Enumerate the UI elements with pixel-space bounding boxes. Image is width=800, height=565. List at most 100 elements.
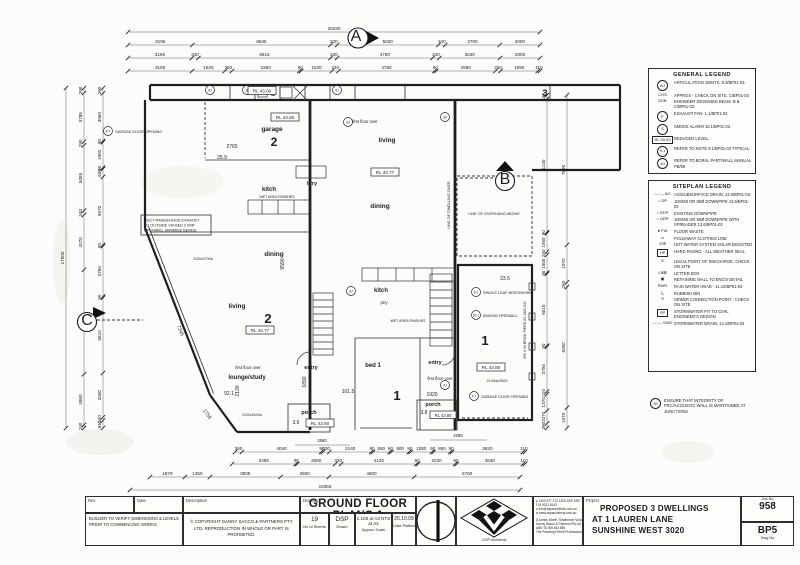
- svg-text:92.1: 92.1: [224, 391, 234, 397]
- svg-text:1530: 1530: [311, 65, 322, 70]
- svg-text:330: 330: [330, 39, 338, 44]
- svg-text:2000: 2000: [515, 52, 526, 57]
- svg-text:90: 90: [97, 243, 102, 249]
- svg-text:2285: 2285: [453, 433, 463, 438]
- svg-text:1350: 1350: [192, 471, 203, 476]
- svg-text:3760: 3760: [97, 266, 102, 277]
- svg-text:30.1: 30.1: [473, 313, 479, 317]
- svg-text:360: 360: [235, 446, 243, 451]
- builder-note-cell: BUILDER TO VERIFY DIMENSIONS & LEVELS PR…: [85, 513, 183, 546]
- stairs-dwelling1: [429, 273, 453, 347]
- dim-right-1: 3301114090155025015009060109037502201370…: [541, 92, 550, 431]
- svg-text:25.9: 25.9: [217, 155, 227, 161]
- svg-text:C: C: [81, 312, 93, 329]
- svg-text:garage: garage: [261, 126, 283, 133]
- svg-text:porch: porch: [301, 410, 317, 416]
- svg-text:RL 43.80: RL 43.80: [482, 365, 501, 370]
- svg-text:RL 43.80: RL 43.80: [435, 413, 453, 418]
- svg-text:390: 390: [78, 86, 83, 94]
- legend-symbol: RL 00.00: [651, 136, 674, 145]
- legend-text: RETAINING WALL TO ENG'S DETAIL: [674, 277, 744, 283]
- svg-text:290: 290: [78, 139, 83, 147]
- section-marker-b: B: [494, 161, 516, 192]
- svg-text:1900: 1900: [97, 149, 102, 160]
- svg-text:2: 2: [271, 135, 278, 149]
- svg-text:360: 360: [225, 65, 233, 70]
- svg-text:RL 43.77: RL 43.77: [376, 170, 395, 175]
- svg-text:250: 250: [541, 249, 546, 257]
- svg-text:90: 90: [415, 458, 421, 463]
- svg-text:7345: 7345: [175, 324, 185, 337]
- legend-item: ▣RETAINING WALL TO ENG'S DETAIL: [651, 277, 753, 283]
- svg-text:3: 3: [542, 88, 547, 98]
- svg-text:90: 90: [319, 446, 325, 451]
- svg-text:90: 90: [294, 458, 300, 463]
- svg-text:2950: 2950: [461, 65, 472, 70]
- legend-symbol: 9.1: [651, 145, 674, 157]
- company-contact-cell: p 1300 377 272 1300 DSP ARC f 03 9311 81…: [533, 496, 583, 546]
- job-no-value: 958: [759, 501, 776, 512]
- svg-text:AJ: AJ: [346, 120, 350, 124]
- legend-item: ⊖⊞HOT WATER SYSTEM SOLAR BOOSTED: [651, 242, 753, 248]
- date-plotted-value: 26.10.09: [394, 516, 414, 522]
- svg-text:560: 560: [97, 420, 102, 428]
- svg-text:LINE OF OVERHANG ABOVE: LINE OF OVERHANG ABOVE: [468, 212, 520, 216]
- company-web: w www.dsparchitects.com.au: [536, 511, 577, 516]
- svg-text:AJ: AJ: [349, 289, 353, 293]
- svg-text:3195: 3195: [155, 39, 166, 44]
- legend-symbol: LB⊠: [658, 269, 667, 275]
- svg-text:2000: 2000: [515, 39, 526, 44]
- svg-text:5020: 5020: [383, 39, 394, 44]
- svg-text:WET AREA FINISHES: WET AREA FINISHES: [391, 319, 427, 323]
- project-line-1: PROPOSED 3 DWELLINGS: [600, 504, 709, 513]
- svg-text:3485: 3485: [259, 458, 270, 463]
- svg-text:390: 390: [541, 421, 546, 429]
- svg-text:entry: entry: [304, 365, 318, 371]
- legend-symbol: 10: [651, 158, 674, 170]
- svg-text:330: 330: [322, 446, 330, 451]
- dsp-logo-icon: [459, 498, 529, 538]
- svg-text:110: 110: [535, 65, 543, 70]
- svg-text:260: 260: [494, 65, 502, 70]
- svg-text:6615: 6615: [259, 52, 270, 57]
- builder-note: BUILDER TO VERIFY DIMENSIONS & LEVELS PR…: [89, 516, 179, 527]
- legend-text: LETTER BOX: [674, 270, 700, 276]
- legend-symbol: —·— AG: [654, 191, 671, 196]
- svg-text:1500: 1500: [541, 258, 546, 269]
- svg-text:30: 30: [245, 88, 249, 92]
- svg-text:19355: 19355: [319, 484, 332, 489]
- svg-text:RL 43.60: RL 43.60: [276, 115, 295, 120]
- dwg-no-label: Dwg No: [760, 536, 775, 540]
- svg-text:4780: 4780: [381, 65, 392, 70]
- legend-symbol: ○ UDP: [656, 216, 669, 222]
- svg-text:kitch: kitch: [374, 288, 388, 294]
- walls: [97, 83, 622, 434]
- svg-text:bed 1: bed 1: [365, 363, 381, 369]
- svg-text:4600: 4600: [366, 471, 377, 476]
- dwg-no-cell: BP5 Dwg No: [741, 522, 794, 546]
- legend-text: STORMWATER DRAIN, 13.1/BP01-03: [674, 320, 745, 326]
- svg-text:4.7: 4.7: [472, 394, 477, 398]
- svg-text:2560: 2560: [317, 438, 327, 443]
- svg-text:90: 90: [541, 343, 546, 349]
- svg-text:330: 330: [191, 52, 199, 57]
- svg-text:330: 330: [541, 93, 546, 101]
- project-line-2: AT 1 LAUREN LANE: [592, 515, 674, 525]
- svg-text:3040: 3040: [465, 52, 476, 57]
- description-cell: Description: [183, 496, 300, 513]
- svg-text:first floor over: first floor over: [352, 119, 378, 124]
- scan-artifacts: [53, 166, 714, 463]
- svg-text:3.8: 3.8: [421, 410, 428, 416]
